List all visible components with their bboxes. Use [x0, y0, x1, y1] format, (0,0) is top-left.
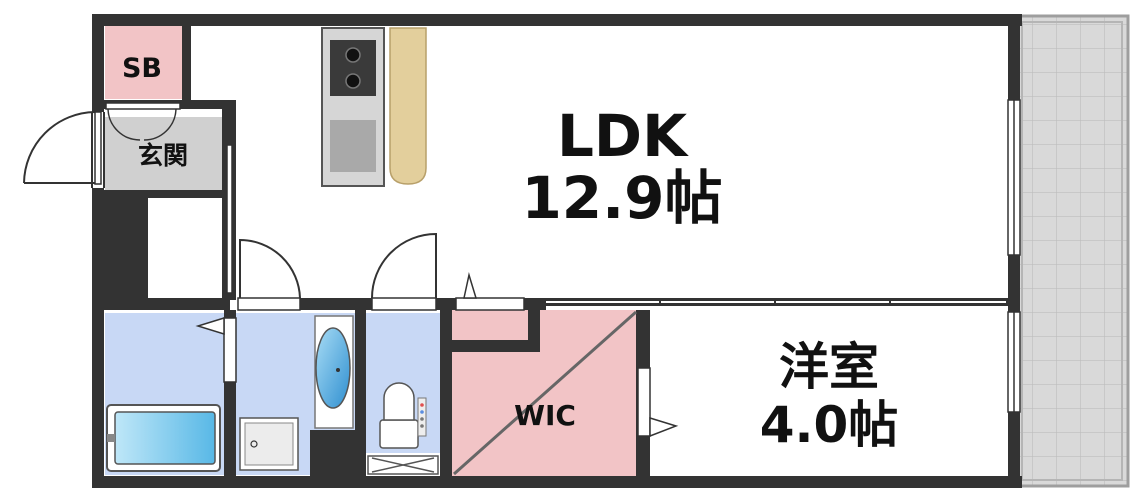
kitchen-counter [321, 27, 385, 187]
bathroom-door [195, 316, 237, 383]
western-door [637, 367, 679, 438]
toilet-door [371, 232, 437, 311]
entrance-label: 玄関 [138, 141, 188, 170]
sb-floor [105, 25, 182, 99]
bathtub [106, 404, 221, 472]
washbasin [314, 315, 354, 429]
sliding-door-track [546, 298, 1006, 306]
window-ldk [1007, 99, 1021, 256]
entrance-door [23, 111, 105, 188]
toilet-window [367, 455, 439, 475]
sb-label: SB [122, 53, 162, 84]
wic-label: WIC [514, 399, 576, 432]
washing-machine-pan [239, 417, 299, 471]
bar-counter [389, 27, 427, 185]
toilet [379, 382, 427, 449]
wic-diagonal [453, 310, 637, 476]
ldk-size-label: 12.9帖 [521, 164, 722, 232]
western-size-label: 4.0帖 [760, 396, 899, 454]
balcony [1014, 14, 1130, 488]
washroom-door [237, 238, 301, 311]
sb-doors [105, 102, 181, 141]
western-label: 洋室 [779, 338, 879, 396]
entrance-floor [105, 117, 222, 190]
hall-floor [148, 198, 224, 301]
hall-door [226, 144, 233, 294]
western-floor [650, 313, 1010, 476]
window-western [1007, 311, 1021, 413]
wic-door [455, 272, 525, 311]
ldk-label: LDK [557, 102, 689, 170]
